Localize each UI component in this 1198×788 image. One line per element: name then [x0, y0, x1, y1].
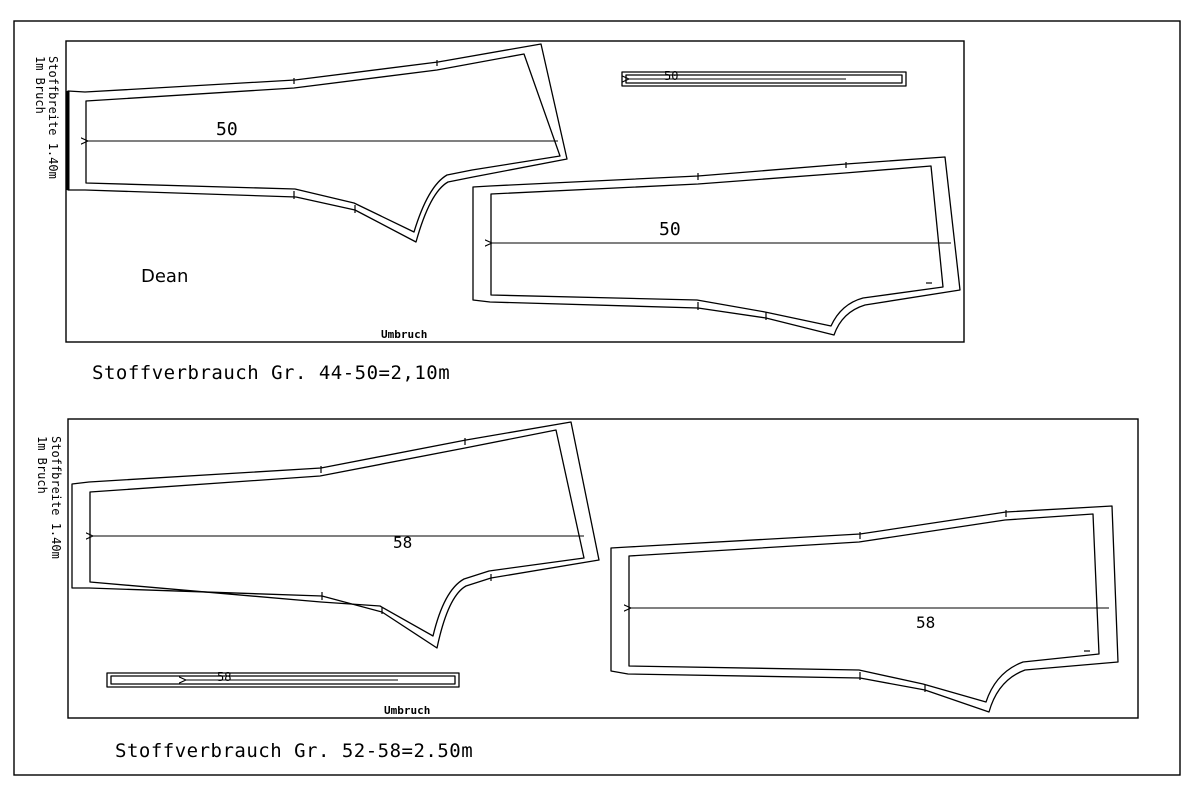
layout-top: Stoffbreite 1.40m 1m Bruch 50 50: [33, 40, 965, 343]
fabric-consumption-label: Stoffverbrauch Gr. 44-50=2,10m: [92, 362, 450, 384]
fabric-frame-bottom: [67, 418, 1139, 719]
pattern-piece-front-bottom: 58: [610, 505, 1119, 713]
fold-edge-label: Umbruch: [384, 704, 430, 717]
sheet-border: [13, 20, 1181, 776]
fabric-frame-top: [65, 40, 965, 343]
pattern-piece-waistband-bottom: 58: [106, 670, 460, 688]
piece-size-label: 50: [659, 219, 681, 240]
fold-label: 1m Bruch: [33, 56, 47, 114]
piece-size-label: 58: [393, 533, 412, 552]
pattern-piece-back-top: 50: [66, 43, 568, 243]
fabric-width-label: Stoffbreite 1.40m: [49, 436, 63, 559]
fabric-consumption-label: Stoffverbrauch Gr. 52-58=2.50m: [115, 740, 473, 762]
fabric-width-label: Stoffbreite 1.40m: [46, 56, 60, 179]
piece-size-label: 58: [916, 613, 935, 632]
layout-bottom: Stoffbreite 1.40m 1m Bruch 58 58: [35, 418, 1139, 719]
piece-size-label: 58: [217, 670, 231, 684]
fold-edge-label: Umbruch: [381, 328, 427, 341]
pattern-piece-front-top: 50: [472, 156, 961, 336]
pattern-piece-back-bottom: 58: [71, 421, 600, 649]
pattern-piece-waistband-top: 50: [621, 69, 907, 87]
fold-label: 1m Bruch: [35, 436, 49, 494]
model-name-label: Dean: [141, 266, 188, 287]
piece-size-label: 50: [216, 119, 238, 140]
piece-size-label: 50: [664, 69, 678, 83]
